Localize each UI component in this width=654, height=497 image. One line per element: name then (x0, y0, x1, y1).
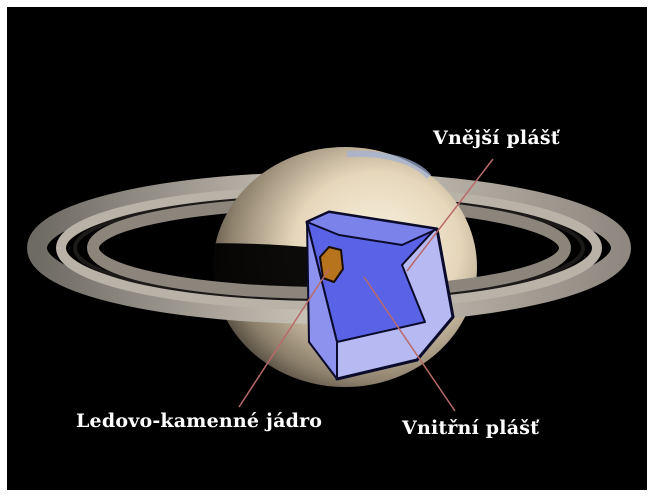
inner-mantle-label: Vnitřní plášť (402, 417, 539, 439)
illustration-frame: Vnější plášť Vnitřní plášť Ledovo-kamenn… (7, 7, 647, 490)
outer-mantle-label: Vnější plášť (433, 127, 560, 149)
core-label: Ledovo-kamenné jádro (76, 410, 322, 432)
